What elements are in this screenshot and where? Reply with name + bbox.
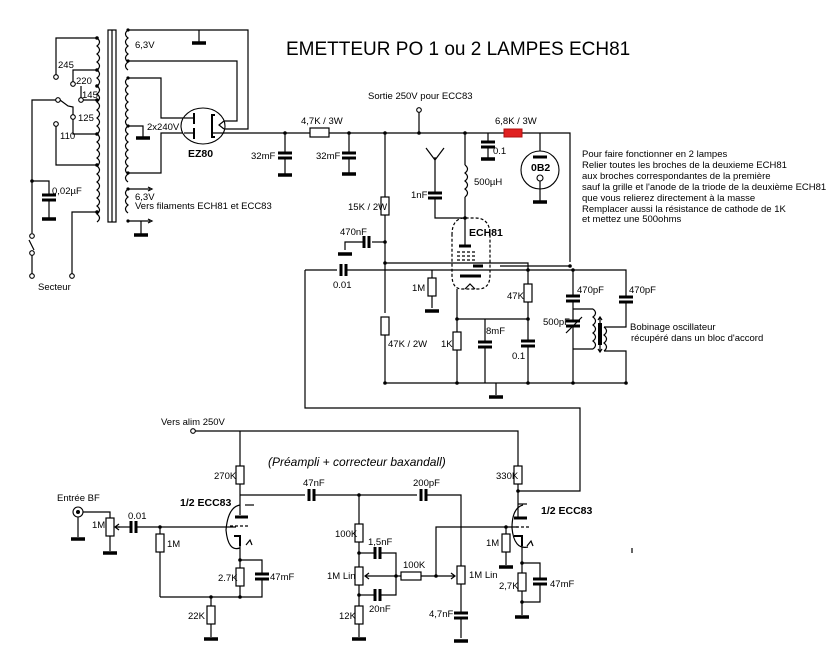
osc-anode-resistor-label: 47K [507,291,525,302]
osc-cathode-resistor-label: 1K [441,339,453,350]
bass-resistor-bottom [354,605,364,625]
input-potentiometer[interactable] [105,517,115,537]
tap-label-220: 220 [76,76,92,87]
note-line: Pour faire fonctionner en 2 lampes [582,149,727,160]
osc-anode-resistor [523,283,533,303]
treble-cap-label: 200pF [413,478,440,489]
bass-resistor-top-label: 100K [335,529,358,540]
osc-tube-label: ECH81 [469,227,503,239]
mix-resistor-label: 100K [403,560,426,571]
notes-block: Pour faire fonctionner en 2 lampes Relie… [582,149,826,225]
preamp-tube-2-label: 1/2 ECC83 [541,505,593,517]
note-line: aux broches correspondantes de la premiè… [582,171,771,182]
osc-cathode-cap-label: 8mF [486,326,505,337]
tap-label-245: 245 [58,60,74,71]
note-line: Relier toutes les broches de la deuxieme… [582,160,787,171]
cathode-resistor-1-label: 2.7K [218,573,238,584]
bass-cap-bottom-label: 20nF [369,604,391,615]
divider-resistor-label: 47K / 2W [388,339,427,350]
osc-grid-resistor [427,277,437,297]
note-line: sauf la grille et l'anode de la triode d… [582,182,826,193]
osc-coupling-cap-label: 0.01 [333,280,352,291]
treble-potentiometer[interactable] [456,565,466,585]
preamp-tube-1-label: 1/2 ECC83 [180,497,232,509]
variable-cap-label: 500pF [543,317,570,328]
coil-note-1: Bobinage oscillateur [630,322,716,333]
bass-pot-label: 1M Lin [327,571,356,582]
anode-resistor-1-label: 270K [214,471,237,482]
tank-cap-2-label: 470pF [629,285,656,296]
dropper-resistor-label: 6,8K / 3W [495,116,537,127]
divider-resistor [380,316,390,336]
cathode-cap-1-label: 47mF [270,572,294,583]
grid-resistor-2-label: 1M [486,538,499,549]
heater-voltage-1: 6,3V [135,40,155,51]
anode-resistor-1 [235,465,245,485]
osc-cathode-resistor [452,331,462,351]
input-pot-label: 1M [92,520,105,531]
tap-label-145: 145 [82,90,98,101]
treble-cap-gnd-label: 4,7nF [429,609,453,620]
input-label: Entrée BF [57,493,100,504]
feedback-resistor [206,605,216,625]
cathode-cap-2-label: 47mF [550,579,574,590]
input-cap-label: 0.01 [128,511,147,522]
ez80-tube [180,107,226,145]
bass-resistor-bottom-label: 12K [339,611,357,622]
filter-cap-2-label: 32mF [316,151,340,162]
filter-resistor-label: 4,7K / 3W [301,116,343,127]
treble-pot-label: 1M Lin [469,570,498,581]
filter-resistor [309,127,330,138]
antenna-cap-label: 1nF [411,190,428,201]
tap-label-125: 125 [78,113,94,124]
filter-cap-1-label: 32mF [251,151,275,162]
grid-resistor-1 [155,533,165,553]
feedback-resistor-label: 22K [188,611,206,622]
ht-voltage: 2x240V [147,122,180,133]
grid-resistor-2 [501,533,511,553]
bass-cap-top-label: 1,5nF [368,537,392,548]
preamp-supply-label: Vers alim 250V [161,417,226,428]
output-250v-terminal [416,107,422,113]
anode-resistor-2-label: 330K [496,471,519,482]
tank-cap-1-label: 470pF [577,285,604,296]
mains-cap-label: 0,02µF [52,186,82,197]
cathode-resistor-2-label: 2,7K [499,581,519,592]
heater-voltage-2: 6,3V [135,192,155,203]
screen-cap-label: 470nF [340,227,367,238]
preamp-section-title: (Préampli + correcteur baxandall) [268,455,446,469]
coil-note-2: récupéré dans un bloc d'accord [631,333,763,344]
schematic-title: EMETTEUR PO 1 ou 2 LAMPES ECH81 [286,39,630,60]
note-line: que vous relierez directement à la masse [582,193,755,204]
screen-resistor-label: 15K / 2W [348,202,387,213]
coupling-cap-label: 47nF [303,478,325,489]
osc-grid-resistor-label: 1M [412,283,425,294]
output-250v-label: Sortie 250V pour ECC83 [368,91,473,102]
note-line: et mettez une 500ohms [582,214,682,225]
osc-decoupling-label: 0.1 [512,351,525,362]
tap-label-110: 110 [60,131,75,142]
grid-resistor-1-label: 1M [167,539,180,550]
cathode-resistor-2 [517,572,527,592]
power-transformer [96,29,129,223]
mains-label: Secteur [38,282,71,293]
decoupling-cap-label: 0.1 [493,146,506,157]
dropper-resistor [503,128,523,138]
regulator-label: 0B2 [531,162,550,174]
rectifier-label: EZ80 [188,148,213,160]
ecc83-tube-2 [511,503,534,548]
note-line: Remplacer aussi la résistance de cathode… [582,204,787,215]
ech81-tube [451,217,491,290]
ecc83-tube-1 [225,504,254,550]
heater-note: Vers filaments ECH81 et ECC83 [135,201,272,212]
choke-label: 500µH [474,177,502,188]
mix-resistor [400,571,422,581]
bass-potentiometer[interactable] [354,566,364,586]
